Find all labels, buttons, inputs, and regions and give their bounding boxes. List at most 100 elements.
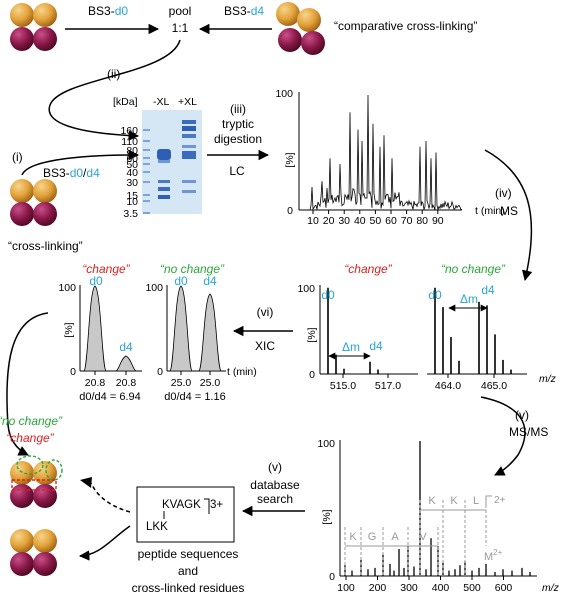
msms-tick-label: 500 [463, 582, 481, 594]
complex-top-left [10, 3, 57, 51]
msms-precursor: M2+ [484, 548, 503, 563]
step-vi: (vi) [257, 305, 274, 319]
msms-label: MS/MS [509, 425, 548, 439]
ms-nochange-xtick-1: 464.0 [435, 380, 461, 392]
ms-nochange-xtick-2: 465.0 [481, 380, 507, 392]
xic-nochange-d0: d0 [174, 274, 188, 288]
xic-nochange-x-label: t (min) [227, 366, 257, 378]
gel-marker-label: 50 [126, 159, 138, 171]
step-i: (i) [12, 150, 23, 164]
lc-tick-label: 20 [323, 215, 335, 227]
xic-change-y-unit: [%] [63, 322, 75, 337]
step-iv: (iv) [495, 186, 512, 200]
gel-band [182, 190, 196, 193]
ms-change-title: “change” [344, 262, 392, 276]
reagent-d0-label: BS3-d0 [88, 4, 128, 18]
lc-tick-label: 60 [385, 215, 397, 227]
gel-band [158, 180, 170, 183]
peptide-box: KVAGK 3+ LKK [136, 486, 235, 543]
ms-change-y-zero: 0 [309, 369, 315, 381]
msms-y-unit: [%] [321, 509, 333, 524]
ms-change-d0: d0 [321, 288, 335, 302]
gel-ladder-band [143, 194, 150, 196]
lc-y-unit: [%] [284, 152, 296, 167]
xic-change-d0: d0 [89, 274, 103, 288]
xic-change-xtick-2: 20.8 [116, 377, 137, 389]
db-line1: database [250, 478, 300, 492]
xic-change-peak-d0 [82, 285, 108, 372]
ms-change-xtick-2: 517.0 [375, 380, 401, 392]
xic-nochange-title: “no change” [160, 262, 225, 276]
gel-marker-label: 30 [126, 177, 138, 189]
gel-marker-label: 110 [121, 136, 138, 148]
complex-result-top [10, 455, 63, 508]
lc-tick-label: 70 [401, 215, 413, 227]
lc-y-zero: 0 [287, 205, 293, 217]
ms-change-y-top: 100 [297, 283, 315, 295]
arrow-xic-to-result [6, 312, 49, 456]
ms-change-spectrum: “change” 100 0 [%] d0 d4 Δm 515.0 517.0 [297, 262, 418, 392]
gel-band [182, 145, 196, 148]
xic-nochange: “no change” 100 0 d0 d4 25.0 25.0 t (min… [145, 262, 256, 403]
msms-ion-lower-3: A [391, 531, 399, 543]
step-v-db: (v) [268, 460, 282, 474]
arrow-to-result-solid [78, 525, 131, 561]
reagent-d0-d4-label: BS3-d0/d4 [43, 166, 100, 180]
step-ii: (ii) [107, 67, 120, 81]
ms-nochange-title: “no change” [441, 262, 506, 276]
gel-band [158, 195, 170, 199]
xic-nochange-xtick-2: 25.0 [200, 377, 221, 389]
pool-ratio: 1:1 [172, 21, 189, 35]
gel-lane-plus: +XL [178, 96, 197, 108]
arrow-to-result-dashed [89, 481, 131, 513]
ms-nochange-x-unit: m/z [539, 373, 557, 385]
ms-nochange-d4: d4 [481, 283, 495, 297]
ms-nochange-delta: Δm [460, 292, 478, 306]
gel-ladder-band [143, 171, 150, 173]
gel-ladder-band [143, 212, 150, 214]
gel-band [182, 134, 196, 138]
xic-change-d4: d4 [119, 340, 133, 354]
msms-tick-label: 400 [432, 582, 450, 594]
comparative-label: “comparative cross-linking” [334, 19, 477, 33]
ms-change-peaks [327, 287, 379, 374]
xic-change-peak-d4 [115, 355, 137, 372]
highlight-change [11, 479, 57, 491]
gel-ladder-band [143, 140, 150, 142]
msms-x-unit: m/z [542, 582, 560, 594]
msms-tick-label: 600 [495, 582, 513, 594]
ms-change-xtick-1: 515.0 [330, 380, 356, 392]
step-v-msms: (v) [515, 408, 529, 422]
gel-band [182, 120, 196, 124]
peptide-caption-1: peptide sequences [138, 547, 239, 561]
arrow-ii [48, 39, 181, 141]
gel-band [182, 126, 196, 131]
gel-ladder-band [143, 129, 150, 131]
result-change: “change” [6, 431, 54, 445]
xic-nochange-d4: d4 [203, 274, 217, 288]
peptide-charge: 3+ [210, 499, 223, 511]
lc-tick-label: 40 [354, 215, 366, 227]
result-no-change: “no change” [0, 414, 63, 428]
msms-ion-lower-4: V [419, 531, 427, 543]
gel-ladder-band [143, 200, 150, 202]
xic-label: XIC [255, 339, 275, 353]
lc-tick-label: 30 [338, 215, 350, 227]
lc-tick-label: 80 [416, 215, 428, 227]
arrow-v-msms [480, 396, 526, 476]
gel-marker-label: 15 [126, 190, 138, 202]
arrow-iv [484, 149, 533, 282]
xic-nochange-y-zero: 0 [157, 366, 163, 378]
xic-change-y-top: 100 [58, 282, 76, 294]
gel-lane-minus: -XL [153, 96, 170, 108]
peptide-seq-top: KVAGK [162, 499, 201, 511]
complex-top-right [276, 2, 325, 55]
msms-ion-upper-3: L [473, 495, 479, 507]
step-iii-line2: digestion [214, 132, 262, 146]
xic-nochange-peak-d4 [197, 293, 223, 372]
complex-left [10, 179, 57, 226]
lc-y-top: 100 [275, 88, 293, 100]
